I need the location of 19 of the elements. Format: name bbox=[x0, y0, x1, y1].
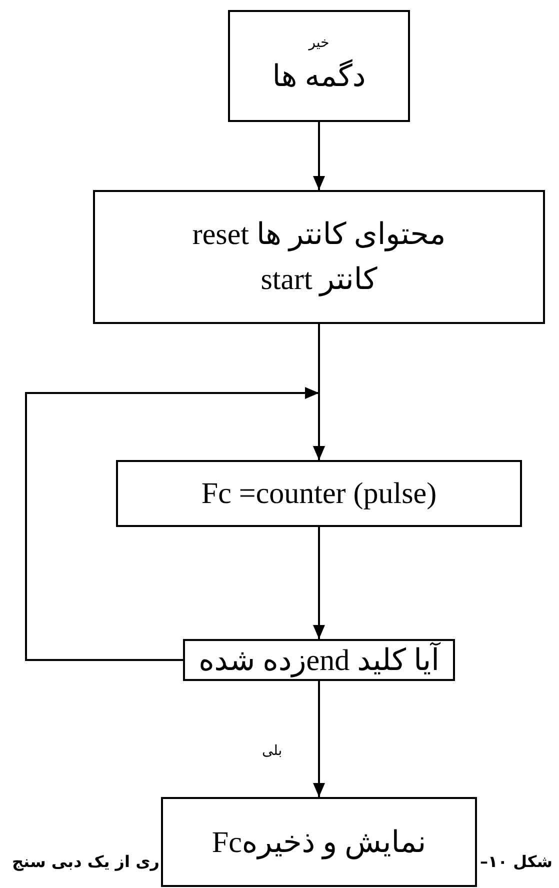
process-box bbox=[183, 639, 455, 681]
box-text: کانتر start bbox=[260, 262, 378, 298]
box-text: آیا کلید endزده شده bbox=[198, 641, 440, 680]
arrow bbox=[313, 681, 325, 797]
box-text: نمایش و ذخیرهFc bbox=[212, 824, 426, 862]
box-text: Fc =counter (pulse) bbox=[201, 476, 437, 512]
caption-text: شکل ۱۰– bbox=[480, 852, 552, 871]
box-text: خیر bbox=[308, 34, 330, 53]
arrow bbox=[313, 122, 325, 190]
caption-text: ری از یک دبی سنج bbox=[12, 852, 160, 871]
box-text: دگمه ها bbox=[272, 58, 366, 95]
loop-arrow bbox=[25, 387, 325, 661]
arrow bbox=[313, 527, 325, 639]
process-box bbox=[161, 797, 477, 887]
box-text: محتوای کانتر ها reset bbox=[192, 217, 446, 254]
process-box bbox=[93, 190, 545, 324]
process-box bbox=[116, 460, 522, 527]
edge-label: بلی bbox=[262, 743, 282, 759]
process-box bbox=[228, 10, 410, 122]
